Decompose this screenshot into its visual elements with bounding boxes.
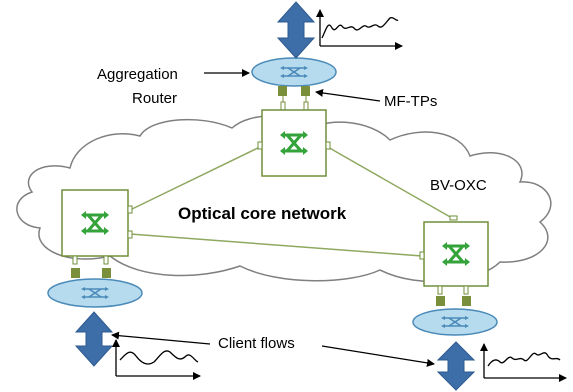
aggregation-router-label-line2: Router — [132, 90, 177, 107]
mf-tps-right — [436, 296, 471, 306]
oxc-right — [419, 215, 489, 295]
aggregation-router — [251, 57, 337, 87]
aggregation-router-label-line1: Aggregation — [97, 66, 178, 83]
oxc-top — [257, 109, 331, 177]
double-arrow-icon — [436, 341, 476, 391]
client-router-left — [47, 278, 143, 308]
double-arrow-icon — [74, 311, 114, 367]
double-arrow-icon — [276, 1, 316, 59]
optical-core-network-label: Optical core network — [178, 204, 347, 223]
mf-tps-label: MF-TPs — [384, 93, 437, 110]
link-top-right — [325, 145, 453, 219]
oxc-left — [61, 189, 133, 265]
link-left-right — [129, 233, 423, 257]
traffic-plot-right — [480, 343, 567, 382]
link-top-left — [129, 145, 263, 211]
optical-links — [129, 145, 453, 257]
pointer-client-flows-right — [321, 345, 435, 367]
client-router-right — [412, 308, 498, 336]
pointer-mf-tps — [315, 89, 381, 102]
traffic-plot-top — [316, 9, 403, 50]
pointer-client-flows-left — [111, 331, 211, 345]
traffic-plot-left — [112, 339, 201, 380]
mf-tps-top — [278, 86, 310, 111]
mf-tps-left — [71, 268, 111, 278]
bv-oxc-label: BV-OXC — [430, 177, 487, 194]
client-flows-label: Client flows — [218, 335, 295, 352]
